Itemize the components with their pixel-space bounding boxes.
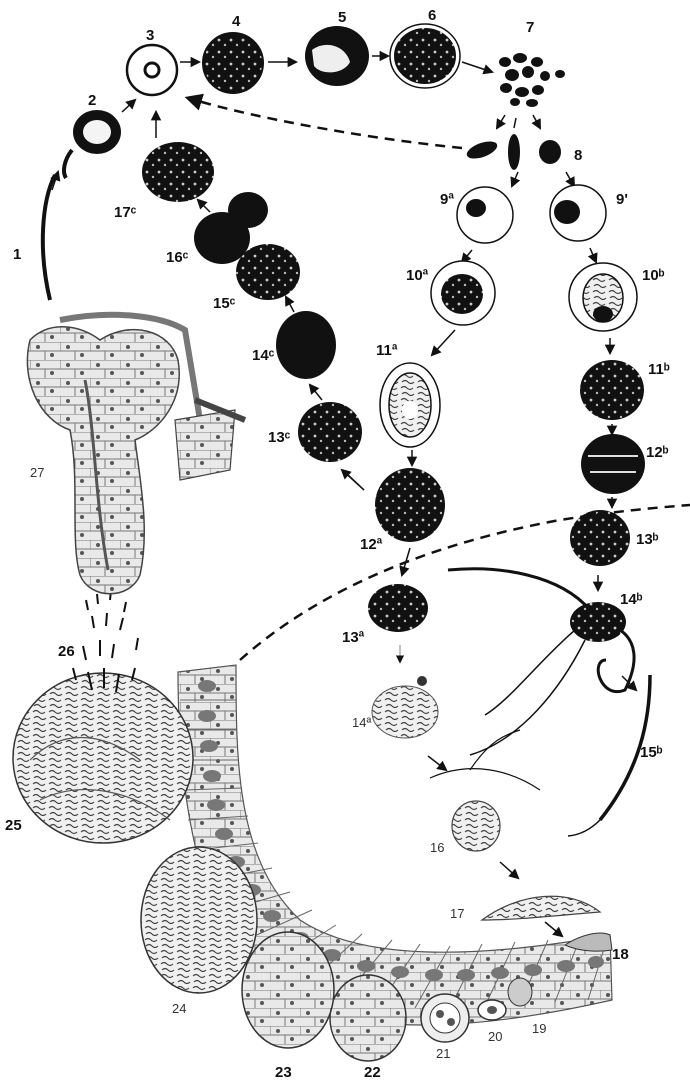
label-13a: 13ª bbox=[342, 630, 364, 645]
label-14b: 14ᵇ bbox=[620, 592, 643, 607]
label-12b: 12ᵇ bbox=[646, 445, 669, 460]
label-26: 26 bbox=[58, 644, 75, 659]
label-10b: 10ᵇ bbox=[642, 268, 665, 283]
label-12a: 12ª bbox=[360, 537, 382, 552]
label-7: 7 bbox=[526, 20, 534, 35]
label-16: 16 bbox=[430, 841, 444, 854]
stage-11b-cell bbox=[580, 360, 644, 420]
stage-17c-cell bbox=[142, 142, 214, 202]
label-24: 24 bbox=[172, 1002, 186, 1015]
stage-13c-cell bbox=[298, 402, 362, 462]
label-6: 6 bbox=[428, 8, 436, 23]
stage-7-merozoites bbox=[499, 53, 565, 107]
label-14a: 14ª bbox=[352, 716, 371, 729]
label-17: 17 bbox=[450, 907, 464, 920]
stage-24-oocyst bbox=[141, 847, 257, 993]
label-11a: 11ª bbox=[376, 343, 397, 358]
stage-23-oocyst bbox=[242, 932, 334, 1048]
label-23: 23 bbox=[275, 1065, 292, 1080]
stage-17-ookinete bbox=[482, 896, 600, 920]
label-4: 4 bbox=[232, 14, 240, 29]
label-19: 19 bbox=[532, 1022, 546, 1035]
label-5: 5 bbox=[338, 10, 346, 25]
label-17c: 17ᶜ bbox=[114, 205, 136, 220]
label-27: 27 bbox=[30, 466, 44, 479]
label-14c: 14ᶜ bbox=[252, 348, 274, 363]
stage-15c-cell bbox=[236, 244, 300, 300]
dashed-return-arrow bbox=[188, 98, 462, 148]
stage-12a-cell bbox=[375, 468, 445, 542]
stage-9a-cell bbox=[457, 187, 513, 243]
stage-27-salivary-gland bbox=[27, 315, 245, 594]
stage-12b-cell bbox=[581, 434, 645, 494]
label-9a: 9ª bbox=[440, 192, 454, 207]
label-2: 2 bbox=[88, 93, 96, 108]
label-18: 18 bbox=[612, 947, 629, 962]
stage-6-cell bbox=[392, 26, 458, 86]
label-10a: 10ª bbox=[406, 268, 428, 283]
label-22: 22 bbox=[364, 1065, 381, 1080]
label-8: 8 bbox=[574, 148, 582, 163]
stage-4-cell bbox=[203, 33, 263, 93]
label-21: 21 bbox=[436, 1047, 450, 1060]
merozoite-right bbox=[539, 140, 561, 164]
merozoite-middle bbox=[508, 134, 520, 170]
stage-19-cell bbox=[508, 978, 532, 1006]
stage-16-zygote bbox=[452, 801, 500, 851]
label-16c: 16ᶜ bbox=[166, 250, 188, 265]
label-13b: 13ᵇ bbox=[636, 532, 659, 547]
label-3: 3 bbox=[146, 28, 154, 43]
label-1: 1 bbox=[13, 247, 21, 262]
label-25: 25 bbox=[5, 818, 22, 833]
label-13c: 13ᶜ bbox=[268, 430, 290, 445]
label-15b: 15ᵇ bbox=[640, 745, 663, 760]
label-15c: 15ᶜ bbox=[213, 296, 235, 311]
label-20: 20 bbox=[488, 1030, 502, 1043]
stage-22-oocyst bbox=[330, 975, 406, 1061]
label-9b: 9' bbox=[616, 192, 628, 207]
stage-14b-cell bbox=[570, 602, 626, 642]
merozoite-left bbox=[465, 138, 500, 162]
stage-14c-cell bbox=[276, 311, 336, 379]
stage-13a-cell bbox=[368, 584, 428, 632]
sporozoite-stage-1 bbox=[43, 175, 55, 300]
label-11b: 11ᵇ bbox=[648, 362, 670, 377]
stage-14a-cell bbox=[372, 686, 438, 738]
stage-13b-cell bbox=[570, 510, 630, 566]
